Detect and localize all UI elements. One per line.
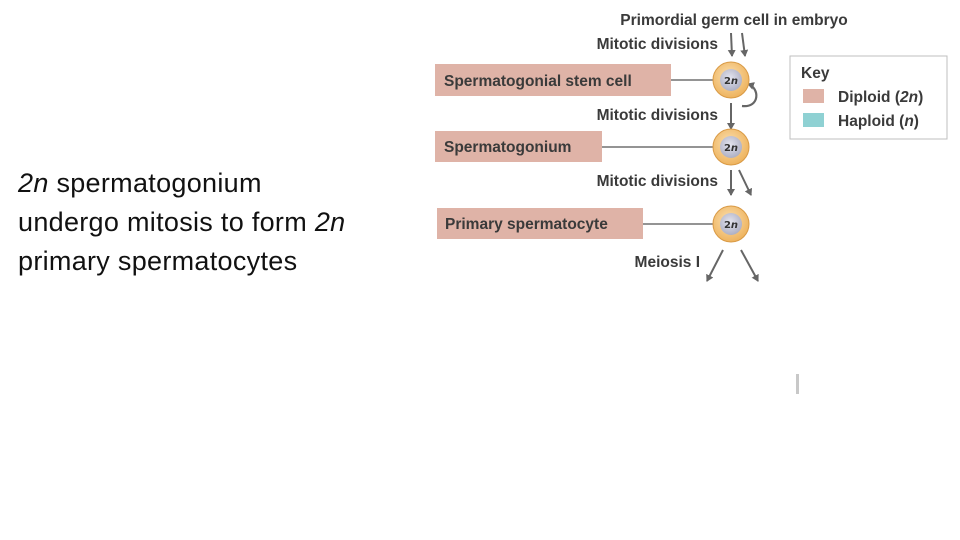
stage-box-stem-cell (435, 64, 671, 96)
caption-line-1-rest: spermatogonium (48, 168, 262, 198)
arrow-down-1b (740, 32, 749, 57)
stage-label-primary-spermatocyte: Primary spermatocyte (445, 216, 608, 233)
mitotic-divisions-label-2: Mitotic divisions (597, 107, 718, 124)
primordial-germ-cell-label: Primordial germ cell in embryo (620, 12, 847, 29)
svg-text:2n: 2n (724, 143, 738, 154)
caption-line-1: 2n spermatogonium (18, 164, 345, 203)
key-title: Key (801, 65, 830, 82)
self-renewal-arrow (741, 82, 758, 108)
caption-ploidy-1: 2n (18, 168, 49, 198)
key-swatch-haploid (803, 113, 824, 127)
stage-label-spermatogonium: Spermatogonium (444, 139, 571, 156)
stage-label-stem-cell: Spermatogonial stem cell (444, 73, 632, 90)
caption-ploidy-2: 2n (314, 207, 346, 237)
artifact-mark (796, 374, 799, 394)
svg-text:2n: 2n (724, 220, 738, 231)
caption-text: 2n spermatogonium undergo mitosis to for… (18, 164, 345, 281)
mitotic-divisions-label-3: Mitotic divisions (597, 173, 718, 190)
mitotic-divisions-label-1: Mitotic divisions (597, 36, 718, 53)
cell-stem-cell: 2n (712, 61, 750, 99)
arrow-down-3b (738, 169, 753, 196)
arrow-meiosis-left (706, 249, 724, 282)
stage-box-primary-spermatocyte (437, 208, 643, 239)
caption-line-2-text: undergo mitosis to form (18, 207, 315, 237)
cell-spermatogonium: 2n (712, 128, 750, 166)
arrow-down-1a (727, 32, 736, 57)
arrow-meiosis-right (740, 249, 759, 282)
stage-box-spermatogonium (435, 131, 602, 162)
key-label-diploid: Diploid (2n) (838, 89, 923, 106)
caption-line-2: undergo mitosis to form 2n (18, 203, 345, 242)
svg-text:2n: 2n (724, 76, 738, 87)
caption-line-3: primary spermatocytes (18, 246, 298, 276)
cell-primary-spermatocyte: 2n (712, 205, 750, 243)
key-swatch-diploid (803, 89, 824, 103)
key-legend: Key Diploid (2n) Haploid (n) (789, 55, 948, 140)
key-label-haploid: Haploid (n) (838, 113, 919, 130)
meiosis-label: Meiosis I (635, 254, 700, 271)
